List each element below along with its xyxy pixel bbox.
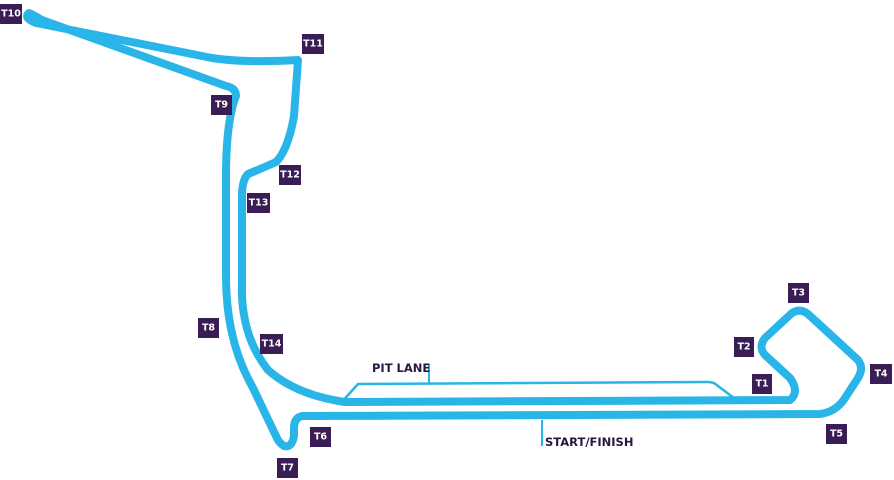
pit-lane-path [338,380,736,406]
track-circuit [23,9,865,451]
turn-label-t3: T3 [792,288,805,299]
start-finish-label: START/FINISH [545,435,633,449]
turn-label-t12: T12 [280,170,300,181]
turn-label-t5: T5 [830,429,843,440]
turn-label-t14: T14 [262,339,282,350]
turn-marker-t4: T4 [870,364,892,384]
turn-marker-t2: T2 [734,337,754,357]
turn-marker-t5: T5 [826,424,847,444]
turn-label-t13: T13 [249,198,269,209]
turn-marker-t14: T14 [260,334,283,354]
turn-marker-t13: T13 [247,193,270,213]
turn-label-t11: T11 [303,39,323,50]
turn-label-t6: T6 [314,432,327,443]
turn-label-t7: T7 [281,463,294,474]
turn-label-t4: T4 [874,369,887,380]
turn-label-t2: T2 [737,342,750,353]
turn-label-t10: T10 [1,9,21,20]
turn-marker-t12: T12 [279,165,301,185]
turn-marker-t6: T6 [310,427,331,447]
pit-lane-label: PIT LANE [372,361,430,375]
turn-marker-t1: T1 [752,374,772,394]
turn-marker-t10: T10 [0,4,22,24]
turn-label-t1: T1 [755,379,768,390]
turn-marker-t7: T7 [277,458,298,478]
turn-marker-t8: T8 [198,318,219,338]
turn-marker-t9: T9 [211,95,232,115]
turn-marker-t3: T3 [788,283,809,303]
turn-marker-t11: T11 [302,34,324,54]
turn-label-t8: T8 [202,323,215,334]
turn-label-t9: T9 [215,100,228,111]
